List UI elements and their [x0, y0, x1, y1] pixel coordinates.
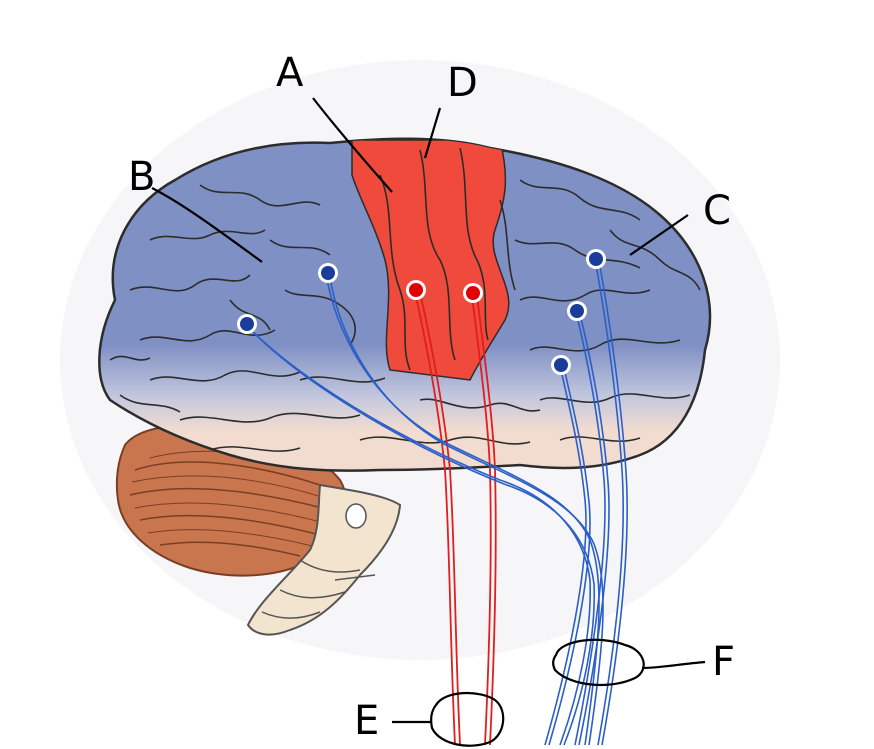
leader-a: [312, 97, 393, 193]
leader-b: [151, 187, 263, 263]
label-a: A: [276, 50, 304, 96]
nerve-fibers-icon: [237, 249, 628, 746]
blue-fiber-bundle: [245, 258, 628, 746]
label-circle-f-icon: [552, 638, 645, 687]
leader-d: [423, 107, 442, 159]
label-d: D: [447, 60, 478, 106]
leader-lines: [151, 97, 706, 724]
label-circle-e-icon: [430, 691, 505, 747]
brain-gyri-lines: [109, 147, 701, 452]
label-e: E: [354, 698, 379, 744]
label-c: C: [703, 188, 731, 234]
leader-f: [641, 660, 706, 670]
label-b: B: [128, 154, 155, 200]
leader-c: [629, 214, 689, 256]
brainstem-icon: [246, 483, 402, 636]
fiber-nodes: [237, 249, 606, 375]
label-f: F: [712, 639, 735, 685]
cerebrum-icon: [98, 137, 712, 472]
